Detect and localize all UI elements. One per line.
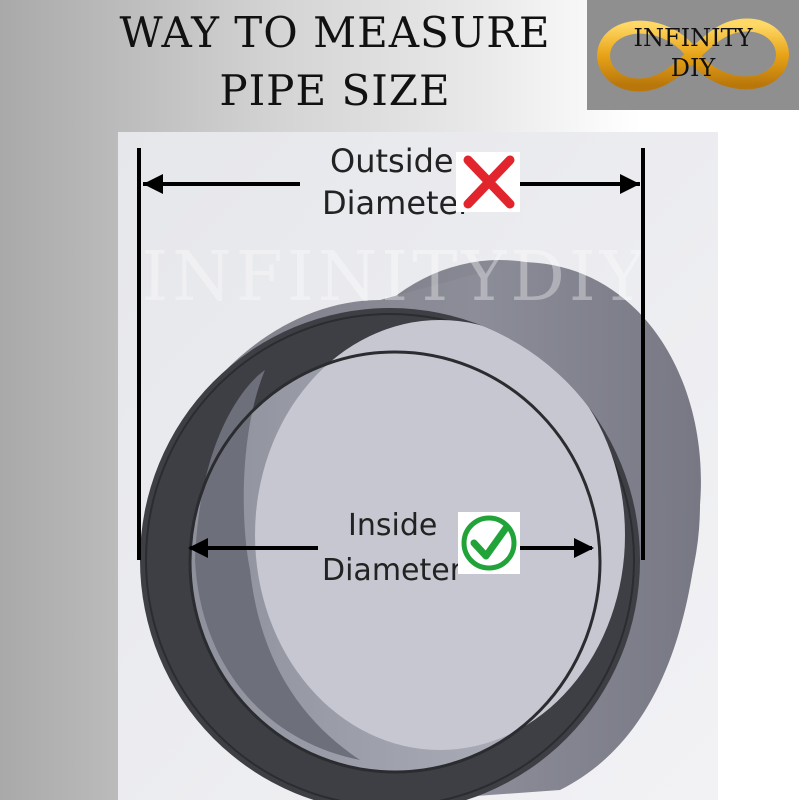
logo-text-line1: INFINITY: [634, 24, 754, 52]
x-mark-icon: [463, 155, 515, 209]
outside-arrowhead-right: [620, 174, 640, 194]
title-line-2: PIPE SIZE: [219, 66, 451, 115]
pipe-inner-far-surface: [255, 320, 625, 750]
inside-label-line2: Diameter: [322, 553, 463, 588]
outside-label-line1: Outside: [330, 142, 454, 180]
outside-arrowhead-left: [143, 174, 163, 194]
title-line-1: WAY TO MEASURE: [119, 8, 551, 57]
pipe-inner-edge: [188, 350, 602, 774]
inside-arrowhead-left: [188, 538, 208, 558]
pipe-front-rim-edge: [145, 313, 635, 800]
watermark-text: INFINITYDIY: [141, 238, 648, 317]
infinity-logo-icon: INFINITY DIY: [597, 18, 789, 92]
inside-label-line1: Inside: [348, 508, 437, 543]
infinity-diy-logo: INFINITY DIY: [587, 0, 799, 110]
inside-arrowhead-right: [574, 538, 594, 558]
check-backdrop: [458, 512, 520, 574]
outside-label-line2: Diameter: [322, 184, 472, 222]
logo-text-line2: DIY: [671, 54, 717, 82]
check-icon: [461, 515, 517, 571]
pipe-inner-shadow: [195, 370, 360, 760]
